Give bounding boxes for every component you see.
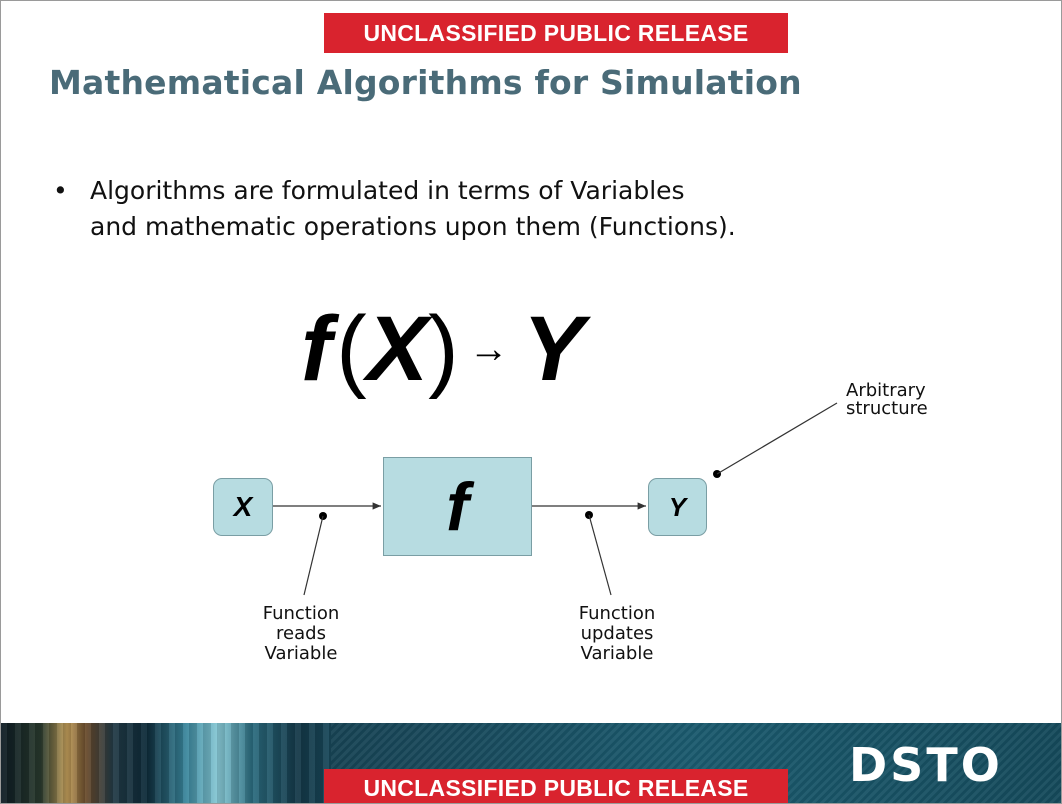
formula-function: f <box>301 298 332 400</box>
classification-banner-top: UNCLASSIFIED PUBLIC RELEASE <box>324 13 788 53</box>
reads-leader <box>303 515 324 596</box>
slide-title: Mathematical Algorithms for Simulation <box>49 63 802 102</box>
input-variable-label: X <box>233 491 253 522</box>
formula-output: Y <box>522 298 585 400</box>
output-variable-label: Y <box>668 491 687 522</box>
updates-leader <box>588 514 612 596</box>
bullet-marker: • <box>53 176 68 205</box>
function-label: f <box>446 468 469 545</box>
classification-banner-bottom: UNCLASSIFIED PUBLIC RELEASE <box>324 769 788 803</box>
input-variable-box: X <box>213 478 273 536</box>
dsto-logo: DSTO <box>849 738 1003 792</box>
formula-open-paren: ( <box>336 298 367 400</box>
footer-photo-collage <box>1 723 331 803</box>
bullet-text: Algorithms are formulated in terms of Va… <box>90 176 736 241</box>
note-function-updates-variable: Function updates Variable <box>578 603 656 664</box>
formula-input: X <box>366 298 429 400</box>
function-box: f <box>383 457 532 556</box>
formula-arrow: → <box>468 327 509 371</box>
structure-leader <box>716 402 838 475</box>
formula-close-paren: ) <box>428 298 459 400</box>
output-variable-box: Y <box>648 478 707 536</box>
note-arbitrary-structure: Arbitrary structure <box>846 380 928 419</box>
note-function-reads-variable: Function reads Variable <box>262 603 340 664</box>
function-formula: f (X)→ Y <box>301 299 584 426</box>
